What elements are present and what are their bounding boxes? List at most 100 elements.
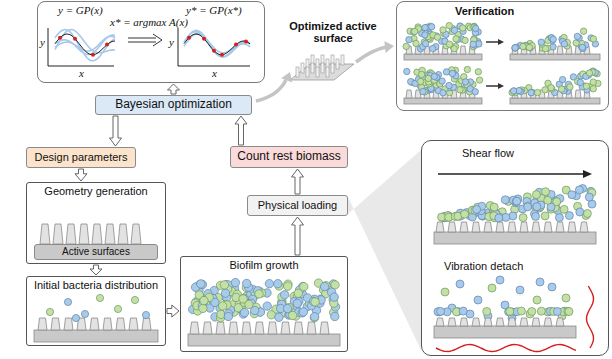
bacterium	[425, 75, 431, 81]
bacterium	[293, 299, 301, 307]
bacterium	[422, 40, 428, 46]
bacterium	[200, 297, 208, 305]
bacterium	[239, 295, 247, 303]
bacterium	[532, 212, 540, 220]
bacterium	[437, 307, 445, 315]
bacterium	[422, 32, 428, 38]
bacterium	[548, 85, 554, 91]
bacterium	[560, 205, 568, 213]
bacterium	[456, 280, 464, 288]
gp-curve	[55, 34, 115, 55]
substrate-plate	[404, 54, 482, 60]
bacterium	[483, 308, 491, 316]
sample-point	[105, 43, 109, 47]
plot-axes	[178, 28, 250, 66]
node-label: Count rest biomass	[237, 150, 340, 164]
bacterium	[310, 314, 318, 322]
geometry-pillars	[40, 224, 141, 244]
pillar	[484, 318, 492, 326]
bacterium	[462, 37, 468, 43]
pillar	[103, 318, 112, 330]
bacterium	[224, 312, 232, 320]
bacterium	[320, 282, 328, 290]
bacterium	[568, 191, 576, 199]
sample-point	[244, 40, 248, 44]
bacterium	[461, 210, 469, 218]
bacterium	[274, 280, 282, 288]
bacterium	[64, 298, 71, 305]
plot-axes	[48, 28, 114, 66]
pillar	[406, 90, 412, 98]
bacterium	[548, 283, 556, 291]
pillar	[557, 46, 563, 54]
bacterium	[311, 298, 319, 306]
bacterium	[255, 290, 263, 298]
bacterium	[527, 45, 533, 51]
bacterium	[413, 40, 419, 46]
pillar	[460, 318, 468, 326]
bacterium	[528, 308, 536, 316]
pillar	[341, 55, 344, 65]
flow-arrow	[75, 169, 87, 181]
bacterium	[577, 79, 583, 85]
bacterium	[538, 39, 544, 45]
bacterium	[310, 313, 318, 321]
bacterium	[590, 86, 596, 92]
pillar	[508, 318, 516, 326]
substrate-plate	[434, 232, 596, 244]
flow-arrow	[438, 173, 584, 174]
panel: Shear flowVibration detach	[421, 140, 609, 356]
bacterium	[583, 210, 591, 218]
bacterium	[488, 284, 496, 292]
bacterium	[562, 294, 570, 302]
bacterium	[475, 69, 481, 75]
pillar	[451, 46, 457, 54]
bacterium	[490, 203, 498, 211]
pillar	[321, 63, 324, 73]
surface-plate	[290, 64, 354, 80]
bacterium	[553, 308, 561, 316]
sample-point	[58, 36, 62, 40]
initial-distribution	[34, 294, 158, 342]
pillar	[129, 318, 138, 330]
bacterium	[403, 43, 409, 49]
bacterium	[532, 191, 540, 199]
bacterium	[263, 302, 271, 310]
bacterium	[420, 88, 426, 94]
bacterium	[513, 197, 521, 205]
pillar	[105, 224, 115, 244]
pillar	[38, 318, 47, 330]
bacterium	[240, 308, 248, 316]
formula: x* = argmax A(x)	[110, 16, 188, 29]
panel: Verification	[396, 1, 609, 111]
bacterium	[462, 79, 468, 85]
flow-arrow	[292, 169, 304, 194]
pillar	[544, 222, 552, 232]
bacterium	[537, 307, 545, 315]
bacterium	[457, 87, 463, 93]
bacterium	[550, 36, 556, 42]
curved-arrow-head	[384, 41, 394, 53]
bacterium	[526, 44, 532, 50]
flow-arrow	[292, 217, 304, 255]
bacterium	[555, 214, 563, 222]
pillar	[575, 90, 581, 98]
gp-curve	[184, 30, 250, 57]
vibration-wave	[587, 286, 594, 348]
bacterium	[513, 44, 519, 50]
bacterium	[496, 213, 504, 221]
substrate-plate	[434, 326, 576, 338]
pillar	[306, 67, 309, 77]
bacterium	[243, 279, 251, 287]
gp-plots	[48, 28, 250, 66]
bacterium	[559, 76, 565, 82]
pillar	[472, 222, 480, 232]
bacterium	[422, 24, 428, 30]
bacterium	[431, 73, 437, 79]
bacterium	[495, 214, 503, 222]
axis-label: y	[169, 36, 174, 48]
bacterium	[579, 44, 585, 50]
bacterium	[533, 203, 541, 211]
bacterium	[580, 28, 586, 34]
pillar	[92, 224, 102, 244]
